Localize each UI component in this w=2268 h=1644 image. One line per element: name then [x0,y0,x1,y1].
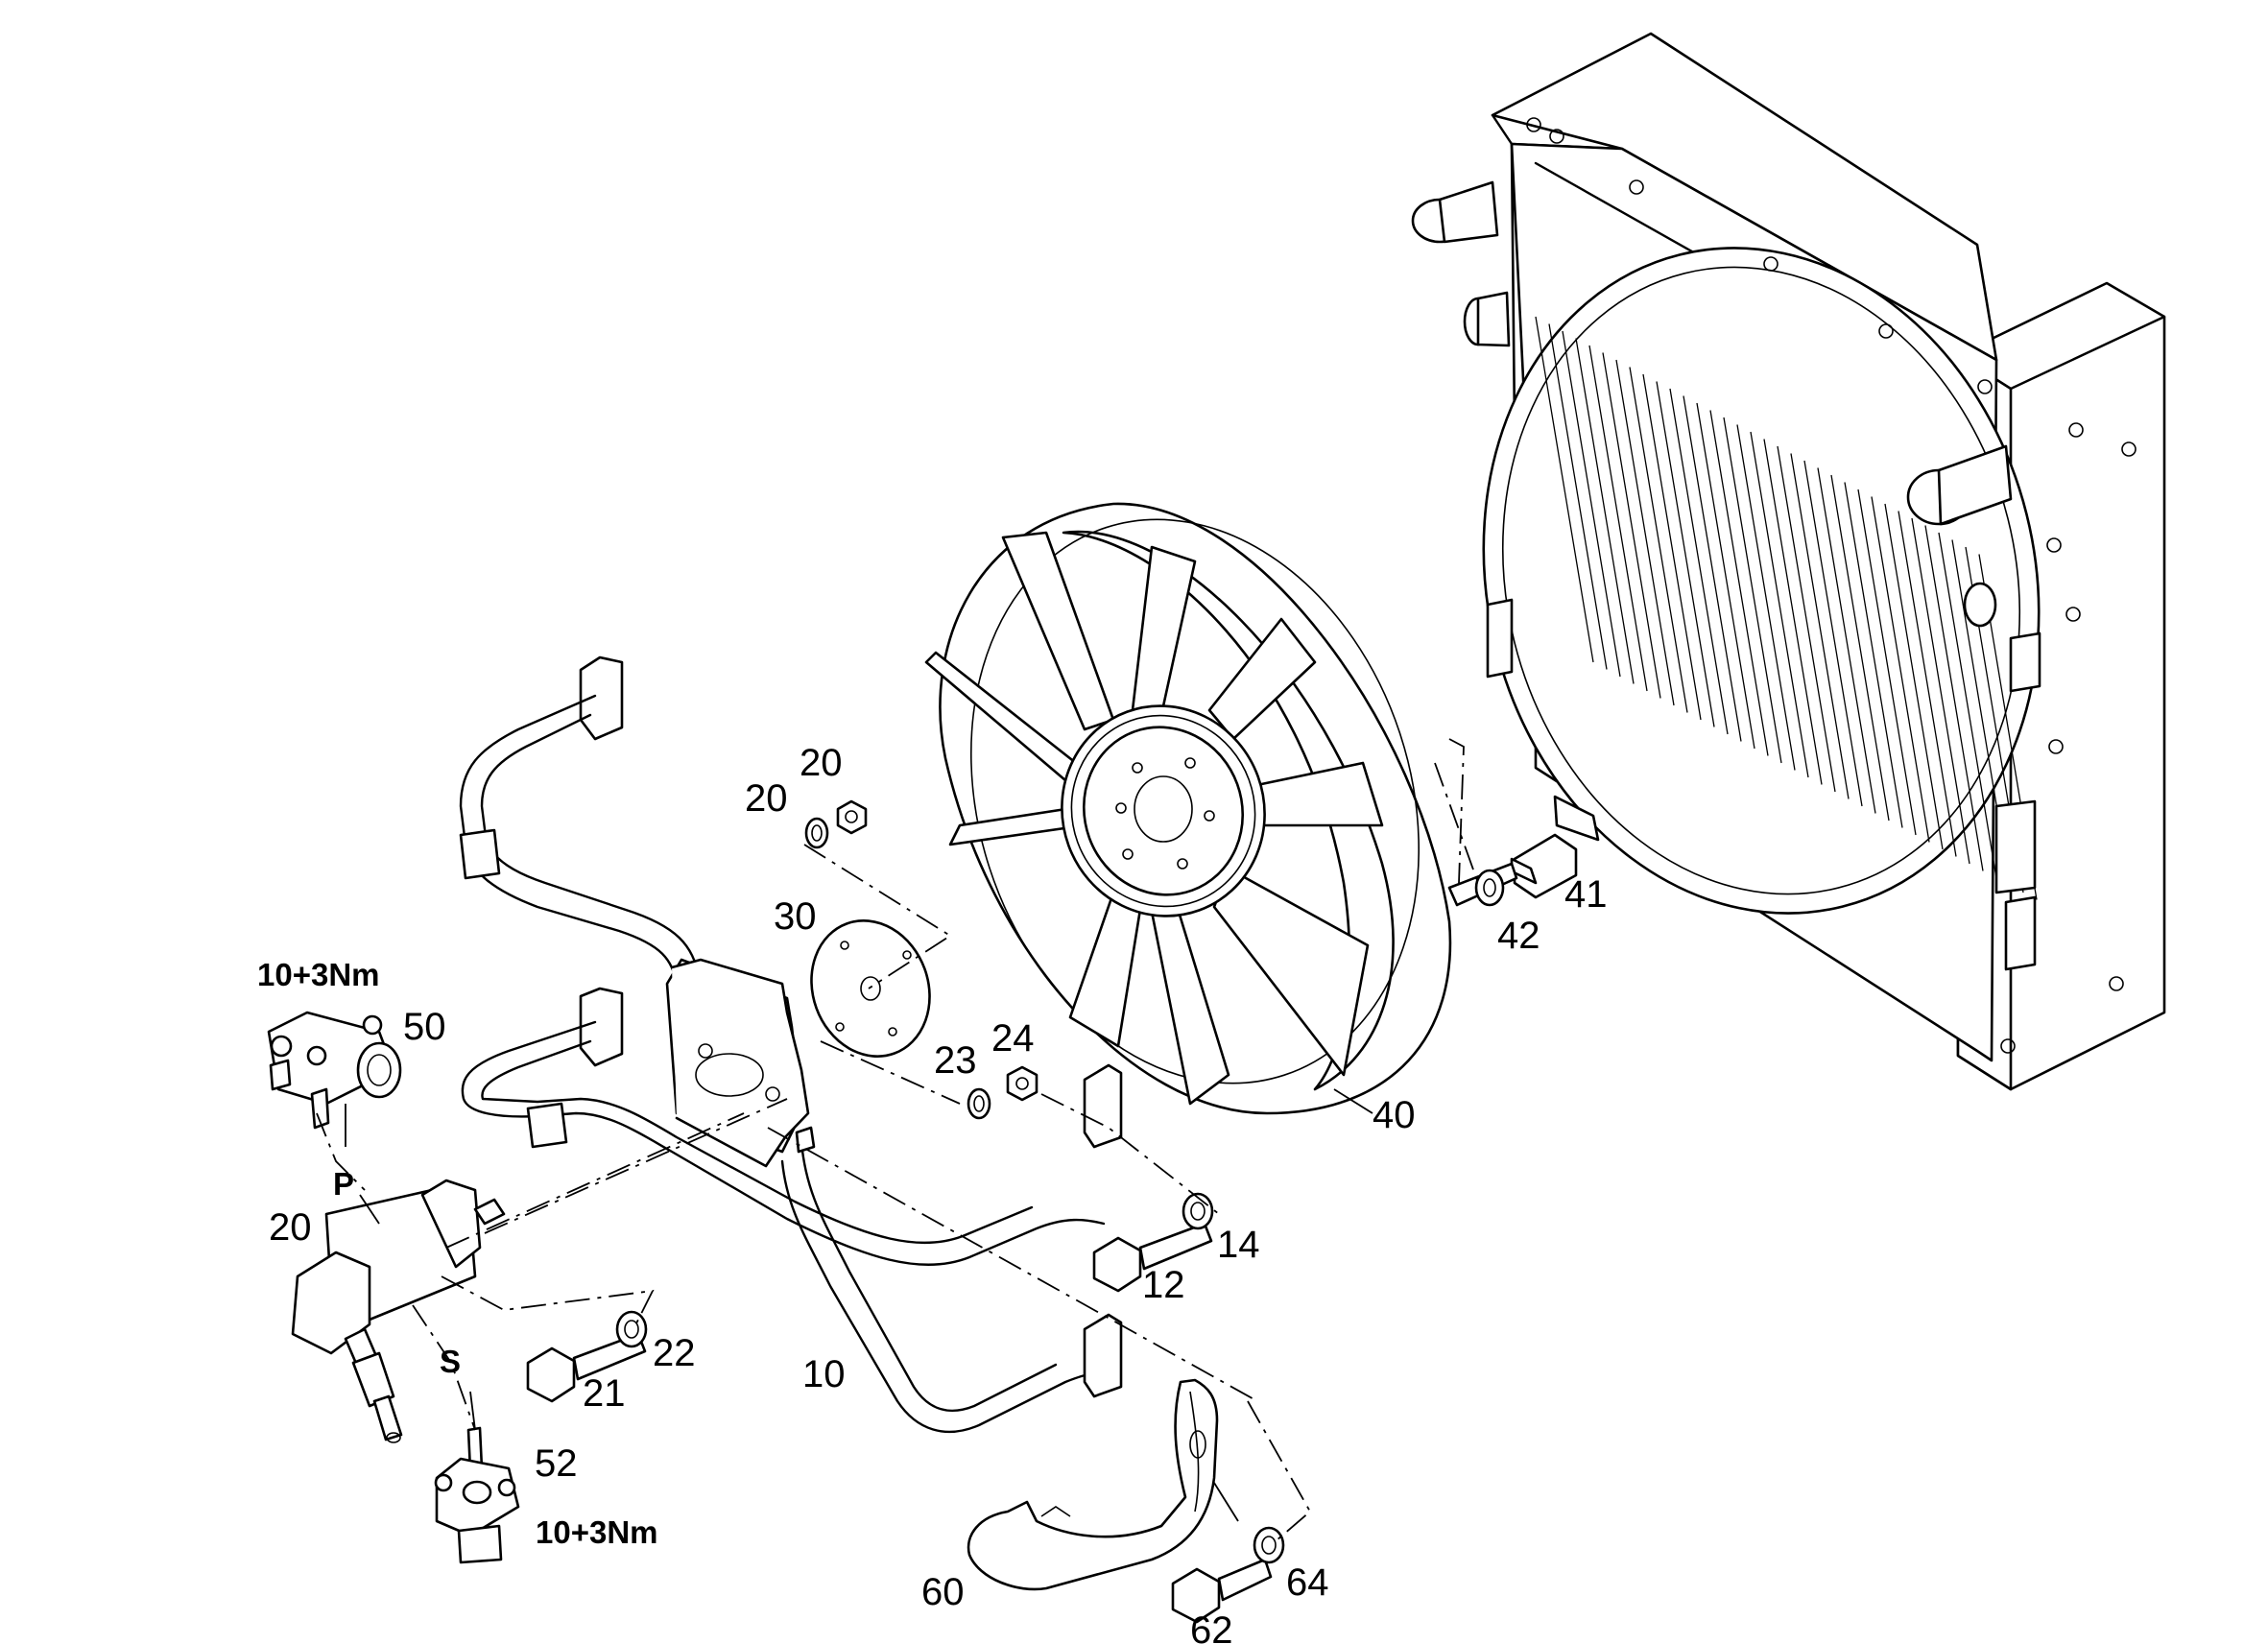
radiator-fin-line [1803,460,1863,807]
radiator-fin-line [1562,330,1621,678]
hardware [526,799,1578,1624]
radiator-fin-line [1911,517,1970,865]
label-10: 10 [802,1353,846,1395]
assembly-lines [316,738,1479,1541]
label-50: 50 [403,1006,446,1048]
fitting-52 [434,1426,520,1564]
radiator-fin-line [1844,482,1903,828]
label-22: 22 [653,1332,696,1374]
radiator-fin-line [1696,402,1755,750]
radiator-fin-line [1656,381,1715,727]
label-40: 40 [1373,1094,1416,1136]
torque-label-bottom: 10+3Nm [536,1514,658,1550]
label-24: 24 [991,1017,1035,1060]
radiator-fin-line [1602,352,1661,699]
bracket-60 [967,1378,1219,1591]
tube-frame [459,655,1123,1433]
leader-lines [345,1088,1373,1522]
radiator-fin-line [1548,323,1608,670]
label-21: 21 [583,1372,626,1415]
radiator-fin-line [1763,439,1823,785]
label-52: 52 [535,1442,578,1485]
radiator-fin-line [1857,488,1917,836]
label-20-washer: 20 [745,777,788,820]
label-62: 62 [1190,1609,1233,1644]
label-64: 64 [1286,1561,1329,1604]
fitting-50 [267,1011,402,1130]
radiator-fin-line [1777,445,1836,793]
label-41: 41 [1564,873,1608,916]
label-23: 23 [934,1039,977,1082]
label-30: 30 [774,895,817,938]
radiator-fin-line [1723,417,1782,764]
radiator-fin-line [1642,373,1702,721]
radiator-fin-line [1817,467,1876,814]
radiator-fin-line [1938,532,1997,879]
label-14: 14 [1217,1224,1260,1266]
label-60: 60 [921,1571,965,1613]
radiator-core-fins [1535,316,2038,900]
radiator-fin-line [1669,388,1729,735]
radiator-fin-line [1736,424,1796,771]
sensor-20 [291,1179,506,1443]
radiator-fin-line [1898,511,1957,857]
radiator-fin-line [1588,345,1648,692]
radiator [1411,32,2166,1091]
label-42: 42 [1497,915,1540,957]
radiator-fin-line [1629,367,1688,713]
fan [924,502,1452,1115]
radiator-fin-line [1750,431,1809,778]
label-20-sensor: 20 [269,1206,312,1249]
radiator-fin-line [1615,359,1675,706]
radiator-fin-line [1709,410,1769,756]
radiator-fin-line [1884,503,1944,850]
radiator-fin-line [1535,316,1594,663]
label-12: 12 [1142,1264,1185,1306]
port-label-s: S [440,1344,461,1379]
radiator-fin-line [1924,525,1984,871]
radiator-fin-line [1575,338,1635,684]
port-label-p: P [333,1166,354,1202]
label-20-nut: 20 [800,742,843,784]
part-labels: 20 20 30 23 24 40 41 42 50 10+3Nm P 20 1… [257,742,1608,1644]
radiator-fin-line [1830,474,1890,822]
radiator-fin-line [1871,496,1930,843]
torque-label-top: 10+3Nm [257,957,380,992]
radiator-fin-line [1790,453,1850,799]
radiator-fin-line [1683,395,1742,742]
